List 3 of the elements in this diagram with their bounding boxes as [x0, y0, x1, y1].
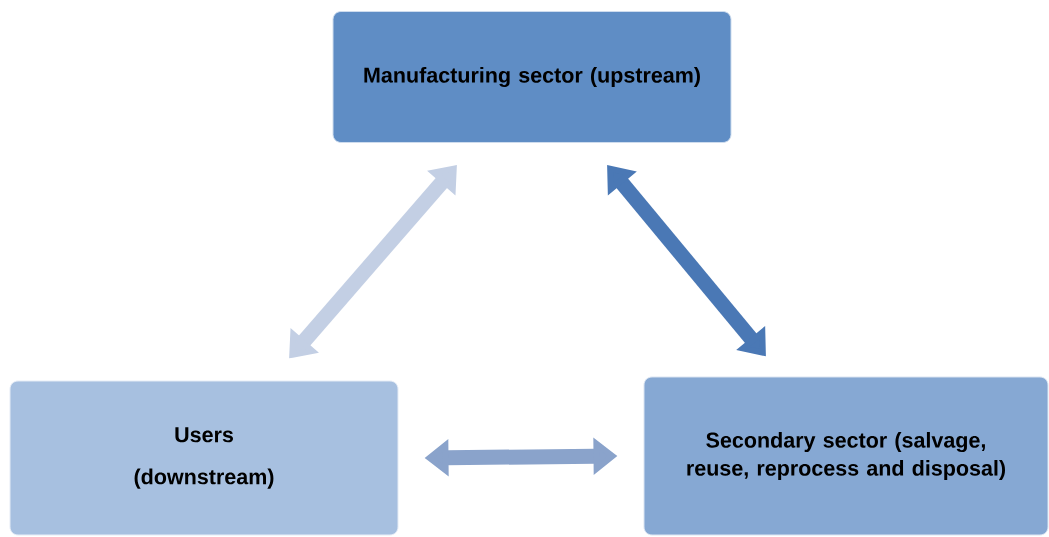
- sector-box: Manufacturing sector (upstream): [332, 11, 732, 143]
- sector-box: Secondary sector (salvage, reuse, reprocess and disposal): [643, 376, 1049, 536]
- sector-box: Users (downstream): [9, 380, 399, 536]
